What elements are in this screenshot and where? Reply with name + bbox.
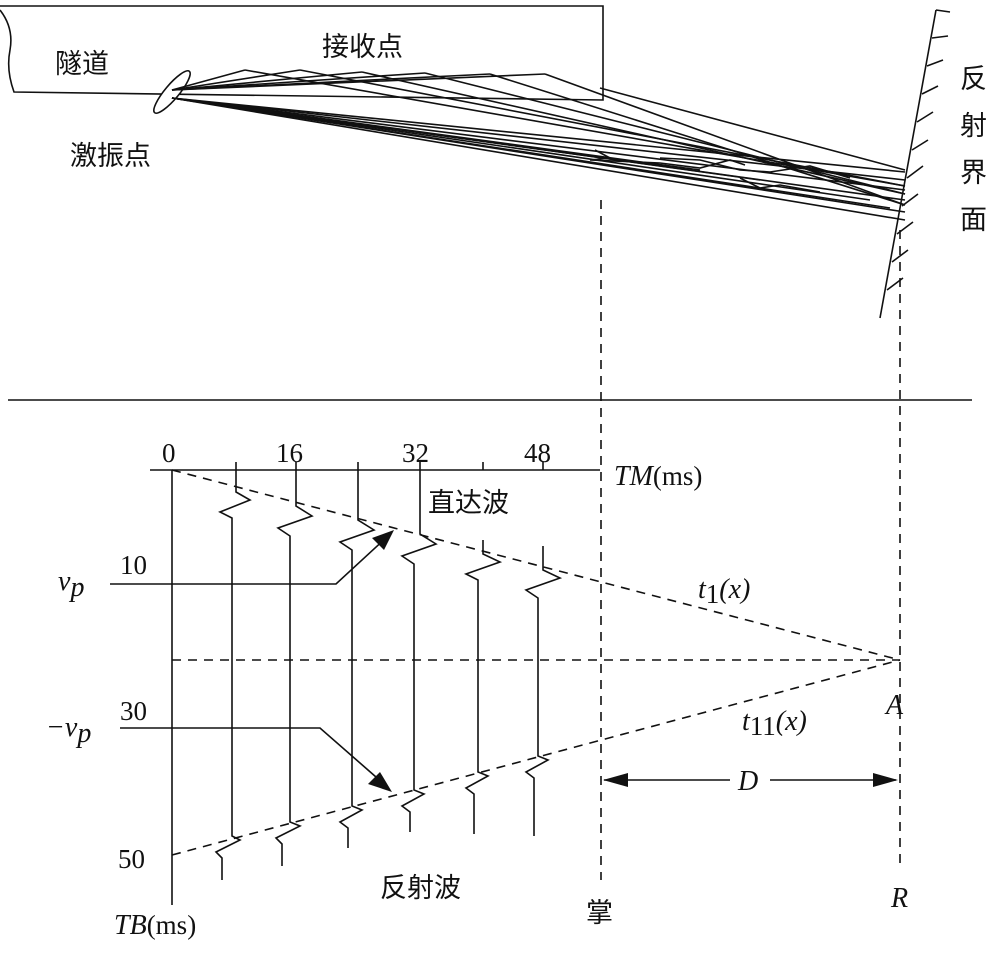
tm-tick-48: 48 <box>524 438 551 468</box>
reflected-wave-label: 反射波 <box>380 873 461 904</box>
tunnel-outline <box>0 5 604 101</box>
a-point-label: A <box>884 690 904 721</box>
tb-tick-50: 50 <box>118 844 145 874</box>
tb-axis: 10 30 50 TB(ms) <box>114 470 196 941</box>
reflector-label-1: 反 <box>960 64 987 95</box>
direct-wave-line <box>171 469 901 661</box>
neg-vp-arrow <box>120 727 392 792</box>
receiver-label: 接收点 <box>322 32 403 63</box>
r-point-label: R <box>890 883 908 914</box>
reflector-label-4: 面 <box>960 205 987 236</box>
reflector-label-2: 射 <box>960 111 987 142</box>
neg-vp-label: −vp <box>46 712 91 749</box>
tm-tick-16: 16 <box>276 438 303 468</box>
direct-wave-label: 直达波 <box>428 488 509 519</box>
vp-label: vp <box>58 566 84 603</box>
tunnel-label: 隧道 <box>55 49 109 80</box>
shot-point-marker <box>153 70 191 114</box>
tm-tick-0: 0 <box>162 438 176 468</box>
t11-label: t11(x) <box>742 706 807 741</box>
seismic-traces <box>214 470 563 880</box>
tb-axis-label: TB(ms) <box>114 910 196 941</box>
ray-paths <box>171 69 906 221</box>
vp-arrow <box>110 530 394 585</box>
tm-tick-32: 32 <box>402 438 429 468</box>
tb-tick-10: 10 <box>120 550 147 580</box>
shot-point-label: 激振点 <box>70 141 151 172</box>
distance-label: D <box>737 766 758 797</box>
face-label: 掌 <box>586 898 613 929</box>
reflector-label-3: 界 <box>960 158 987 189</box>
reflected-wave-line <box>171 659 901 856</box>
tm-axis: 0 16 32 48 TM(ms) <box>150 438 702 492</box>
t1-label: t1(x) <box>698 574 750 609</box>
reflector-interface <box>879 9 951 319</box>
tb-tick-30: 30 <box>120 696 147 726</box>
distance-dimension <box>603 773 898 787</box>
tm-axis-label: TM(ms) <box>614 461 702 492</box>
